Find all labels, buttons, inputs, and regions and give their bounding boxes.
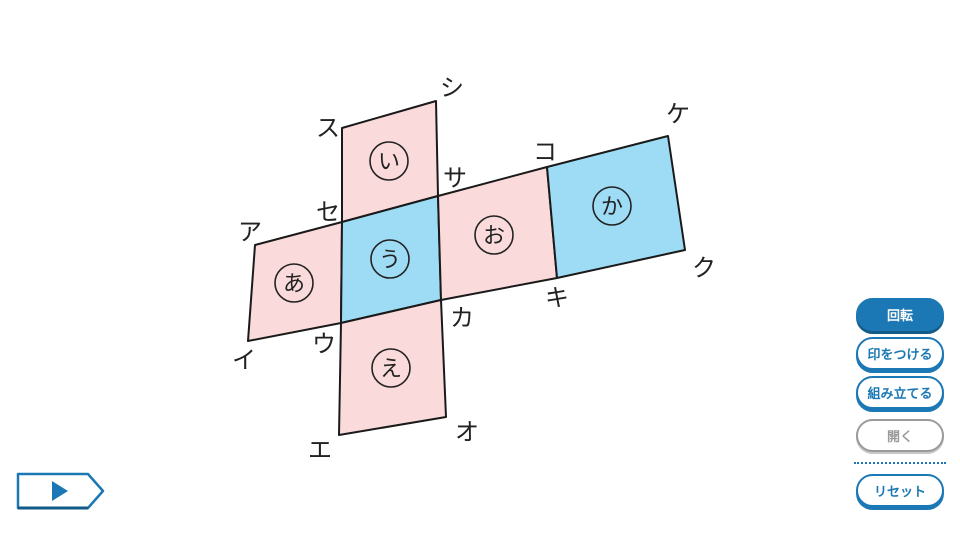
vertex-label-i: イ [232,346,256,374]
vertex-label-u: ウ [312,330,336,358]
vertex-label-ko: コ [533,138,557,166]
face-o-letter: お [483,224,505,249]
vertex-label-ka: カ [450,304,474,332]
face-e[interactable] [338,299,447,436]
play-button[interactable] [16,472,106,510]
face-i-letter: い [378,150,400,175]
play-button-shape [16,472,105,510]
face-i-circle [369,141,409,181]
face-a-circle [274,263,314,303]
vertex-label-sa: サ [443,164,467,192]
vertex-label-ki: キ [545,284,569,312]
vertex-label-se: セ [316,198,340,226]
vertex-label-a: ア [238,218,262,246]
vertex-label-ku: ク [692,254,716,282]
reset-button[interactable]: リセット [856,474,944,507]
vertex-label-ke: ケ [666,100,690,128]
face-u-letter: う [379,248,401,273]
vertex-label-e: エ [308,436,332,464]
vertex-label-su: ス [316,114,340,142]
rotate-button[interactable]: 回転 [856,298,944,331]
mark-button[interactable]: 印をつける [856,337,944,370]
assemble-button[interactable]: 組み立てる [856,376,944,409]
face-o-circle [474,215,514,255]
face-a-letter: あ [283,272,305,297]
vertex-label-shi: シ [440,74,464,102]
face-ka-letter: か [601,195,623,220]
face-ka[interactable] [546,135,686,279]
play-icon [52,481,68,501]
vertex-label-o: オ [455,418,479,446]
face-ka-circle [592,186,632,226]
face-u-circle [370,239,410,279]
controls-divider [854,462,946,464]
open-button[interactable]: 開く [856,419,944,452]
face-e-circle [371,348,411,388]
face-e-letter: え [380,357,402,382]
